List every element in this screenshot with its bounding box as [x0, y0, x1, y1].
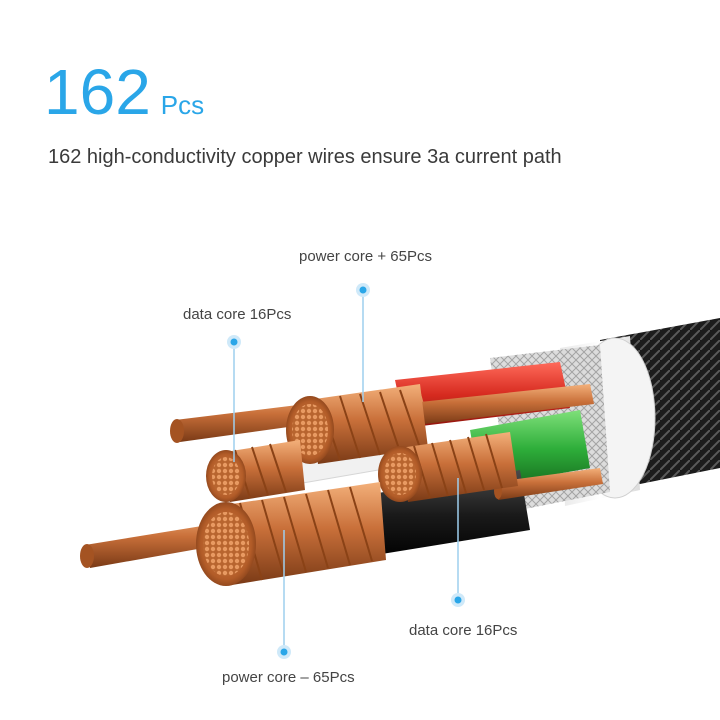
strand-bundle-power-minus	[196, 482, 386, 586]
wire-count: 162	[44, 56, 151, 128]
label-power-core-minus: power core – 65Pcs	[222, 669, 355, 686]
strand-bundle-data-top	[206, 440, 305, 502]
callout-pointer-data-top	[227, 335, 241, 462]
subtitle: 162 high-conductivity copper wires ensur…	[48, 146, 562, 168]
label-power-core-plus: power core + 65Pcs	[299, 248, 432, 265]
callout-pointer-power-plus	[356, 283, 370, 402]
headline: 162 Pcs	[44, 60, 204, 124]
wire-count-unit: Pcs	[160, 90, 205, 120]
strand-bundle-power-plus	[286, 384, 428, 464]
callout-pointer-data-bottom	[451, 478, 465, 607]
label-data-core-top: data core 16Pcs	[183, 306, 292, 323]
label-data-core-bottom: data core 16Pcs	[409, 622, 518, 639]
callout-pointer-power-minus	[277, 530, 291, 659]
strand-bundle-data-bottom	[378, 432, 518, 502]
